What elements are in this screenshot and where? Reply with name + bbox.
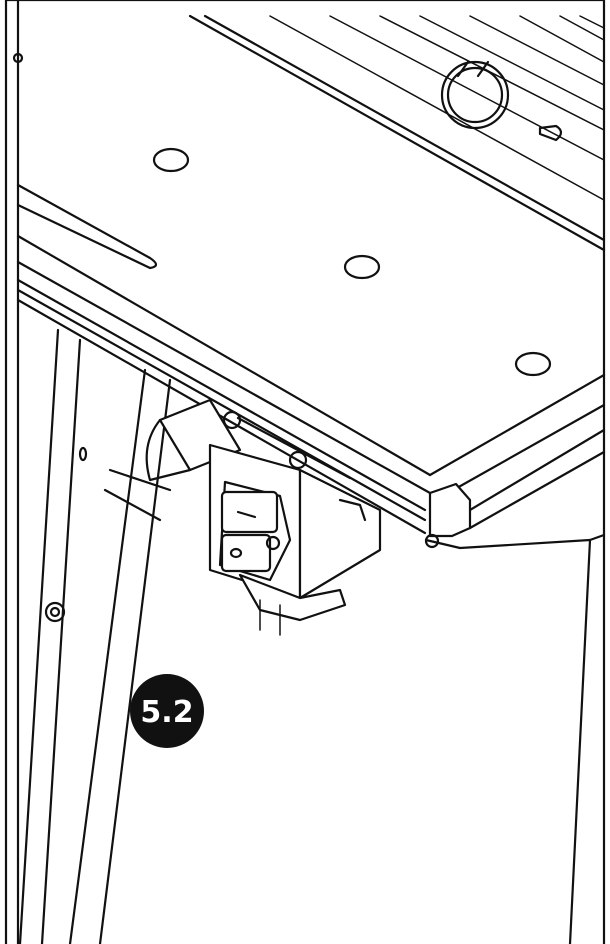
frame-border: [4, 0, 606, 944]
on-off-switch-icon: [218, 480, 292, 582]
table-top: [12, 14, 606, 550]
step-number-badge: 5.2: [130, 674, 204, 748]
table-legs: [18, 328, 592, 944]
step-label: 5.2: [140, 695, 193, 730]
